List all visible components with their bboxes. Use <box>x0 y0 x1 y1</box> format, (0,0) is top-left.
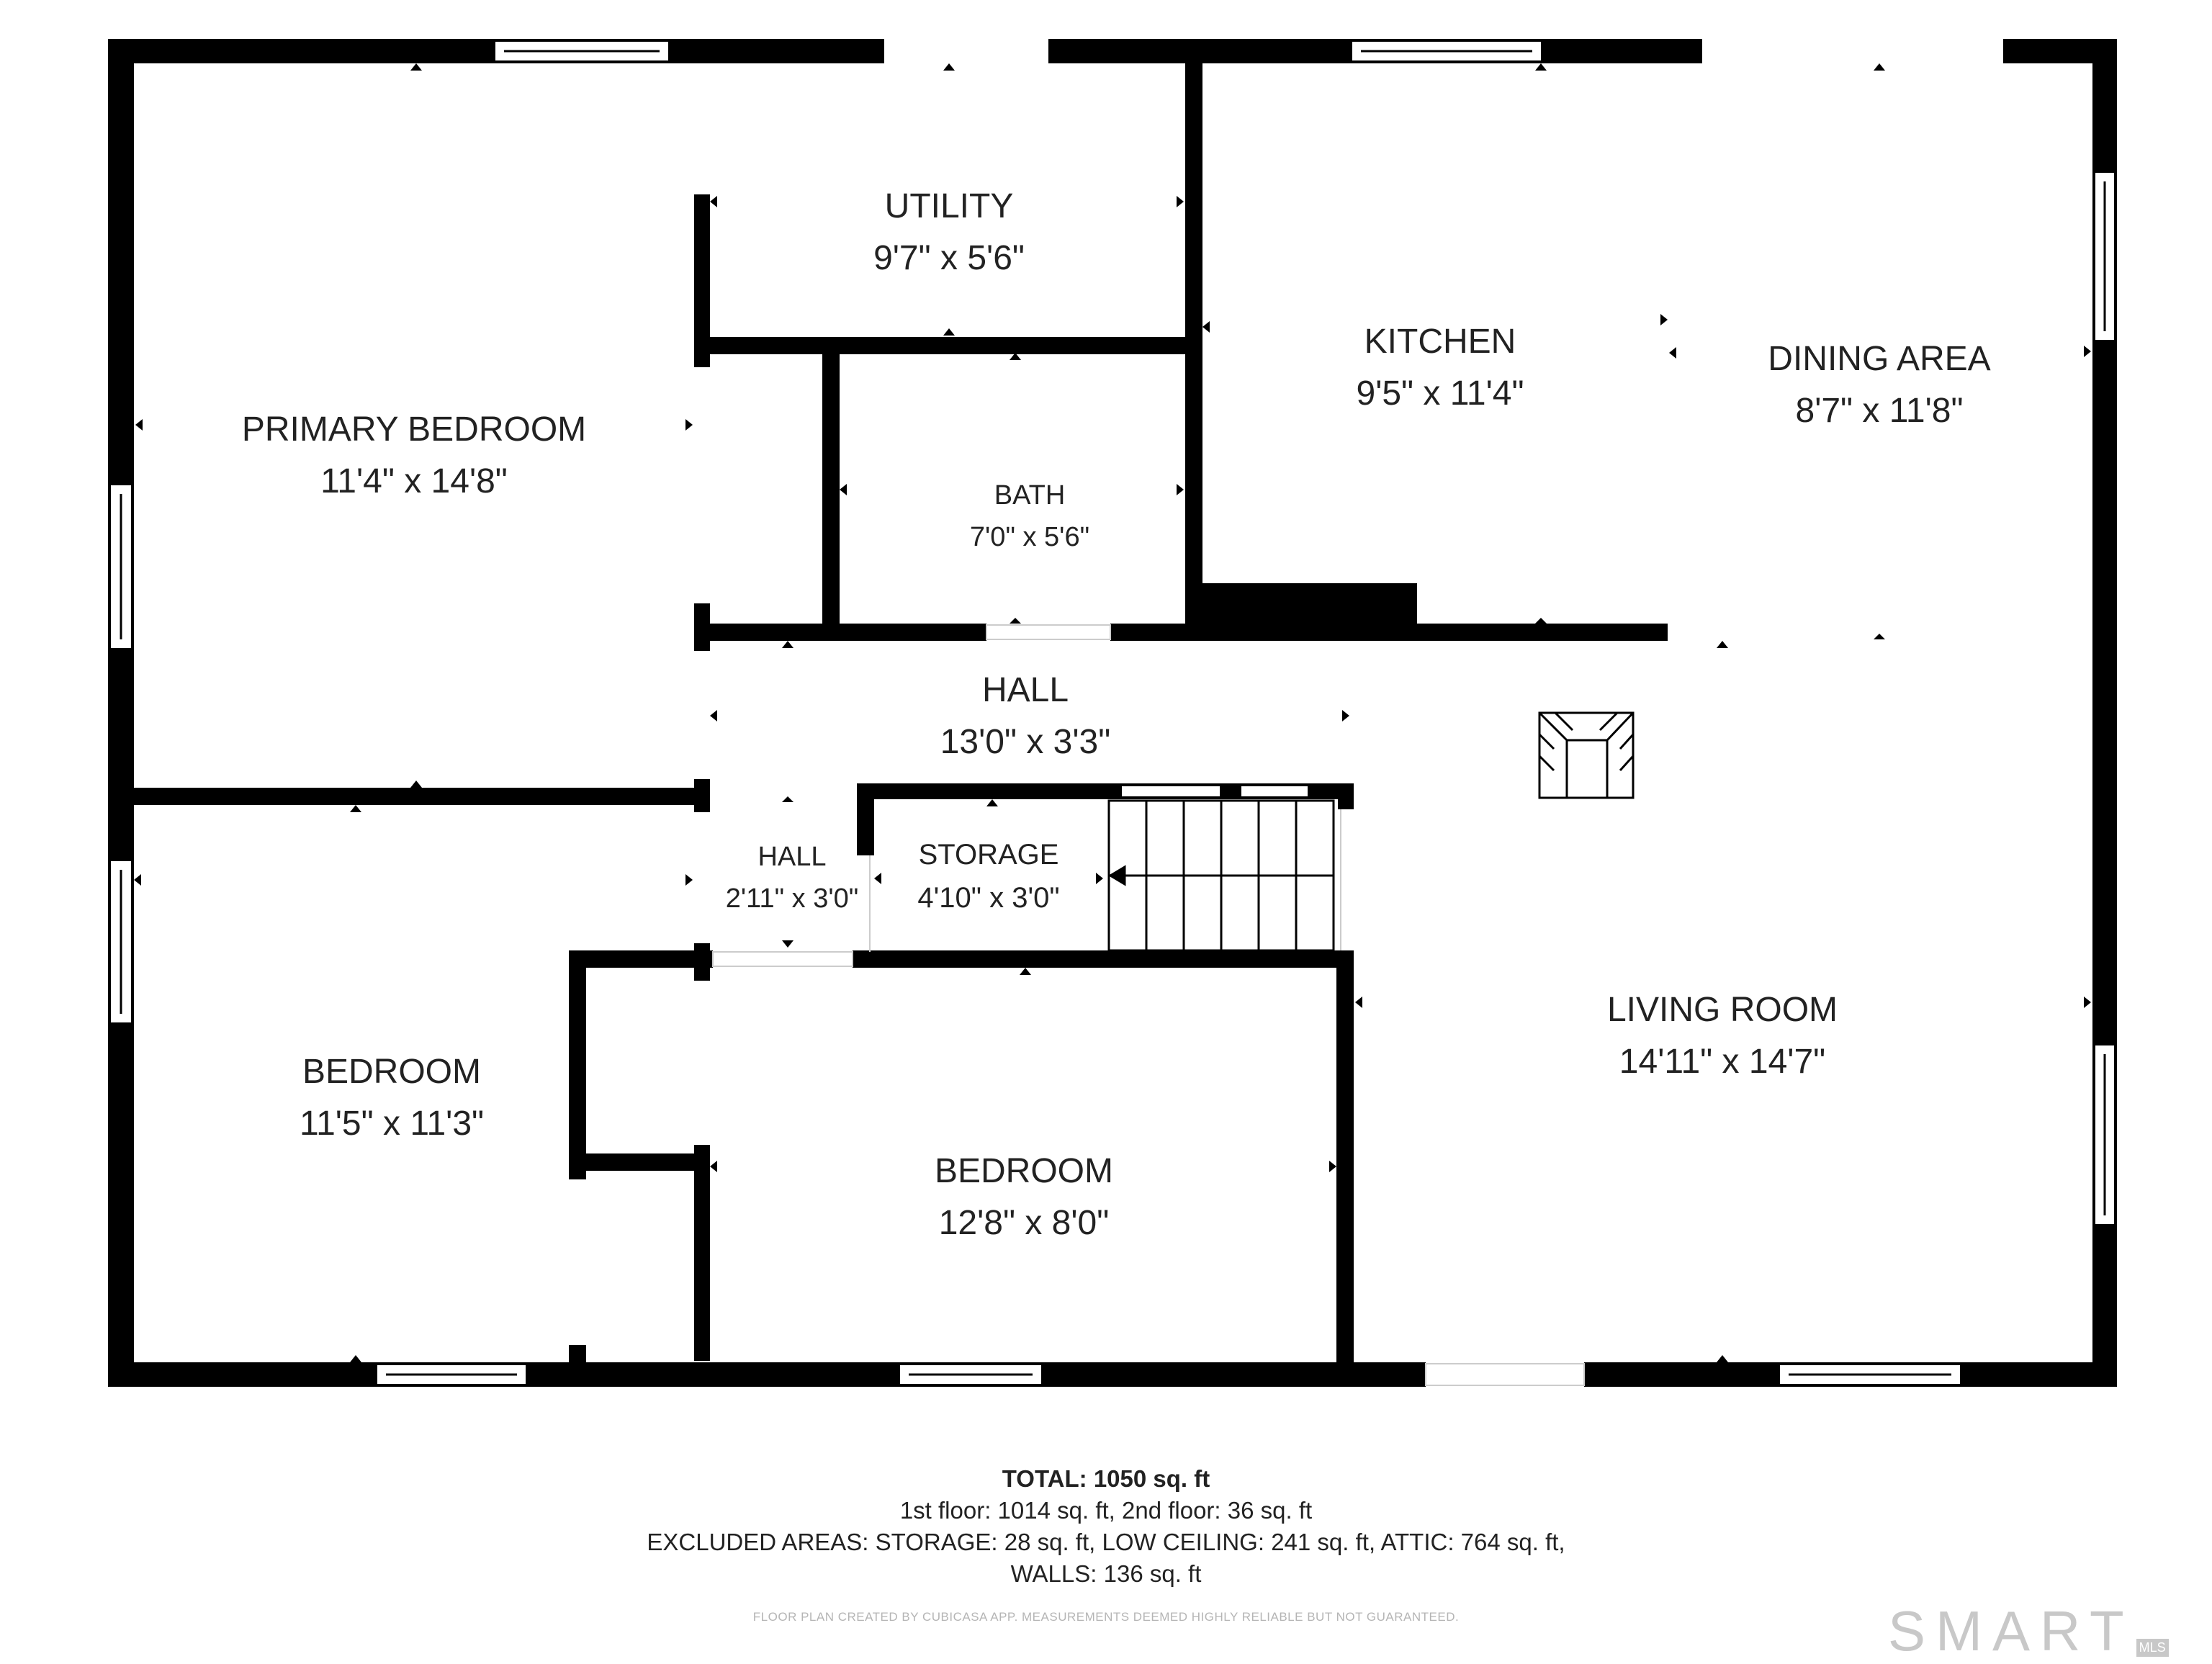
room-dims-bath: 7'0" x 5'6" <box>970 522 1089 552</box>
room-name-storage: STORAGE <box>919 839 1059 871</box>
room-name-hall-small: HALL <box>757 842 826 872</box>
room-name-bath: BATH <box>994 480 1066 511</box>
total-line: TOTAL: 1050 sq. ft <box>0 1463 2212 1495</box>
room-name-bedroom-left: BEDROOM <box>302 1053 481 1091</box>
staircase <box>1107 799 1335 952</box>
dimension-markers <box>134 63 2091 1362</box>
excluded-line-2: WALLS: 136 sq. ft <box>1010 1560 1202 1587</box>
room-name-bedroom-center: BEDROOM <box>935 1152 1113 1190</box>
room-dims-primary-bedroom: 11'4" x 14'8" <box>320 462 508 500</box>
room-name-utility: UTILITY <box>885 187 1014 225</box>
room-dims-utility: 9'7" x 5'6" <box>873 239 1025 277</box>
interior-walls <box>108 60 1668 1374</box>
room-name-dining-area: DINING AREA <box>1768 340 1990 378</box>
room-dims-bedroom-center: 12'8" x 8'0" <box>939 1204 1110 1242</box>
total-label: TOTAL: <box>1002 1465 1087 1492</box>
room-labels: PRIMARY BEDROOM 11'4" x 14'8" UTILITY 9'… <box>242 187 1991 1242</box>
fireplace-icon <box>1538 711 1635 799</box>
room-name-primary-bedroom: PRIMARY BEDROOM <box>242 410 586 449</box>
door-openings <box>712 624 1585 1386</box>
room-name-living-room: LIVING ROOM <box>1607 991 1838 1029</box>
total-value: 1050 sq. ft <box>1093 1465 1210 1492</box>
floors-line: 1st floor: 1014 sq. ft, 2nd floor: 36 sq… <box>899 1497 1313 1524</box>
room-name-hall-main: HALL <box>982 671 1069 709</box>
room-name-kitchen: KITCHEN <box>1364 323 1516 361</box>
disclaimer: FLOOR PLAN CREATED BY CUBICASA APP. MEAS… <box>752 1610 1460 1624</box>
room-dims-hall-main: 13'0" x 3'3" <box>940 723 1111 761</box>
room-dims-kitchen: 9'5" x 11'4" <box>1357 374 1524 413</box>
area-summary: TOTAL: 1050 sq. ft 1st floor: 1014 sq. f… <box>0 1463 2212 1590</box>
room-dims-dining-area: 8'7" x 11'8" <box>1796 392 1964 430</box>
room-dims-bedroom-left: 11'5" x 11'3" <box>300 1105 484 1143</box>
logo-sub: MLS <box>2136 1639 2169 1657</box>
room-dims-hall-small: 2'11" x 3'0" <box>726 883 858 914</box>
room-dims-living-room: 14'11" x 14'7" <box>1619 1043 1825 1081</box>
excluded-line-1: EXCLUDED AREAS: STORAGE: 28 sq. ft, LOW … <box>647 1529 1565 1555</box>
window-panes <box>120 50 2106 1376</box>
logo-word: SMART <box>1888 1599 2134 1663</box>
room-dims-storage: 4'10" x 3'0" <box>917 882 1059 914</box>
